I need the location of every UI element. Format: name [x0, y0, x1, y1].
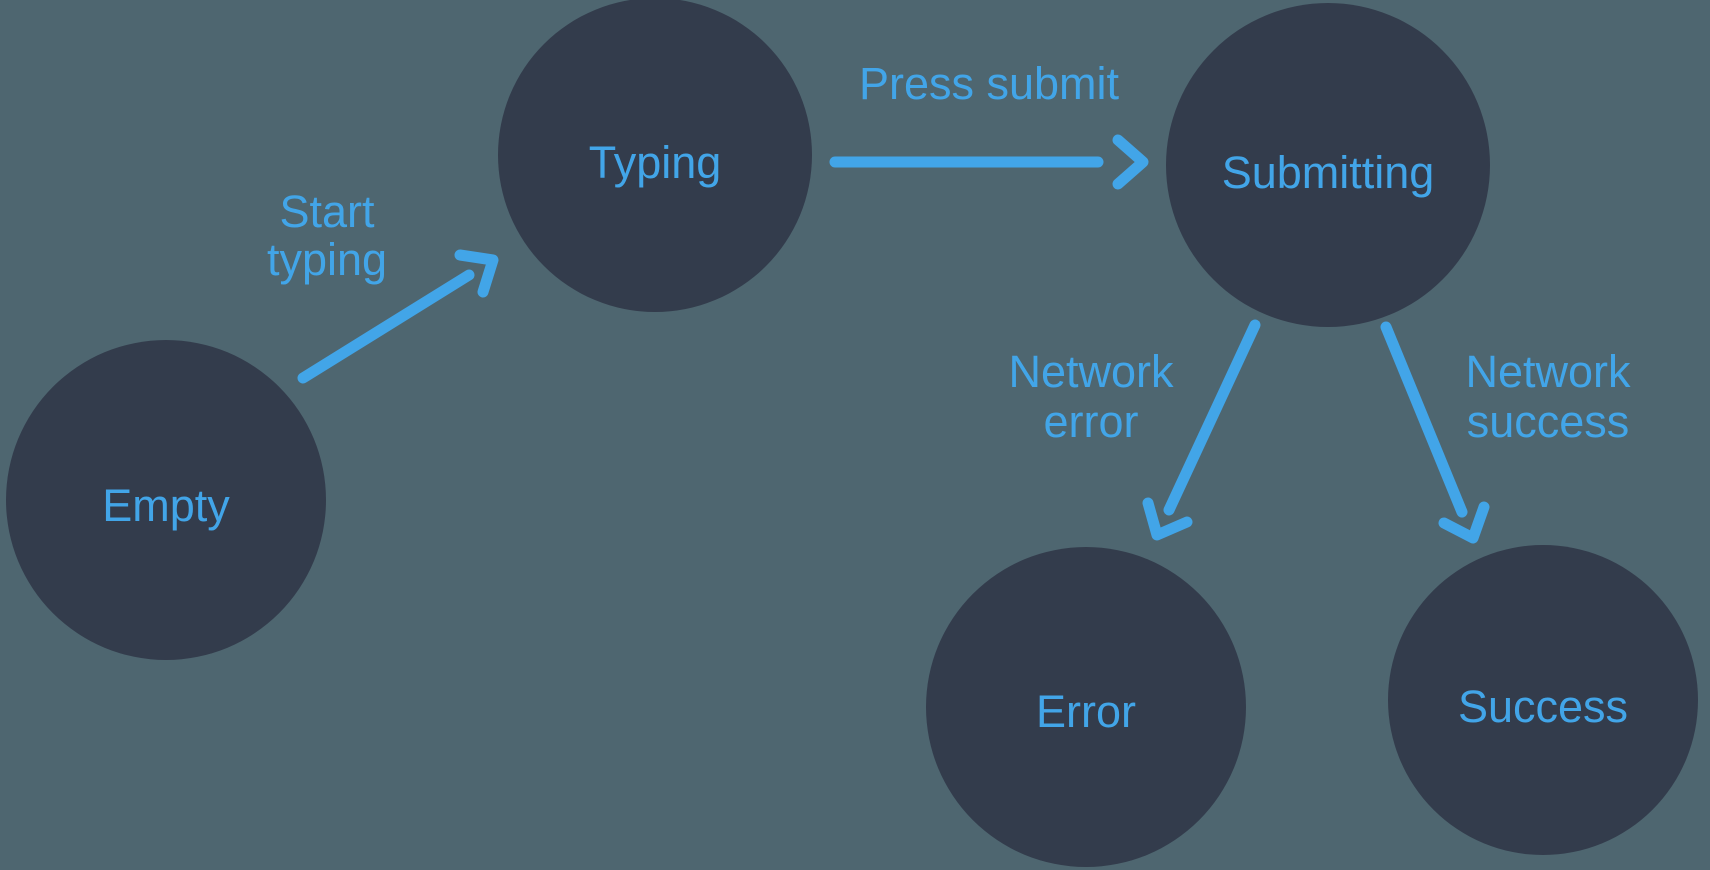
edge-submitting-to-success: Network success	[1380, 321, 1631, 544]
edge-empty-to-typing: Start typing	[267, 186, 499, 384]
node-typing-circle	[498, 0, 812, 312]
node-success-label: Success	[1458, 681, 1628, 732]
node-empty: Empty	[6, 340, 326, 660]
node-success: Success	[1388, 545, 1698, 855]
node-submitting: Submitting	[1166, 3, 1490, 327]
node-empty-label: Empty	[102, 480, 230, 531]
arrowhead-icon	[1438, 501, 1490, 544]
arrowhead-icon	[1142, 497, 1193, 541]
node-empty-circle	[6, 340, 326, 660]
edge-typing-to-submitting: Press submit	[829, 58, 1149, 190]
node-typing-label: Typing	[589, 137, 722, 188]
edge-label-line: Network	[1465, 346, 1631, 397]
edge-label-line: success	[1467, 396, 1630, 447]
node-success-circle	[1388, 545, 1698, 855]
node-error-circle	[926, 547, 1246, 867]
node-error-label: Error	[1036, 686, 1136, 737]
node-submitting-label: Submitting	[1222, 147, 1435, 198]
node-submitting-circle	[1166, 3, 1490, 327]
edge-label-line: typing	[267, 234, 387, 285]
edge-label-line: Network	[1008, 346, 1174, 397]
node-error: Error	[926, 547, 1246, 867]
edge-label-line: Press submit	[859, 58, 1120, 109]
arrow-shaft	[1380, 321, 1468, 518]
edge-label-line: Start	[279, 186, 375, 237]
edge-submitting-to-error: Network error	[1008, 319, 1261, 541]
arrowhead-icon	[454, 249, 499, 298]
node-typing: Typing	[498, 0, 812, 312]
arrow-shaft	[1163, 319, 1261, 516]
arrow-shaft	[297, 269, 475, 384]
edge-label-line: error	[1043, 396, 1138, 447]
arrowhead-icon	[1112, 134, 1149, 190]
